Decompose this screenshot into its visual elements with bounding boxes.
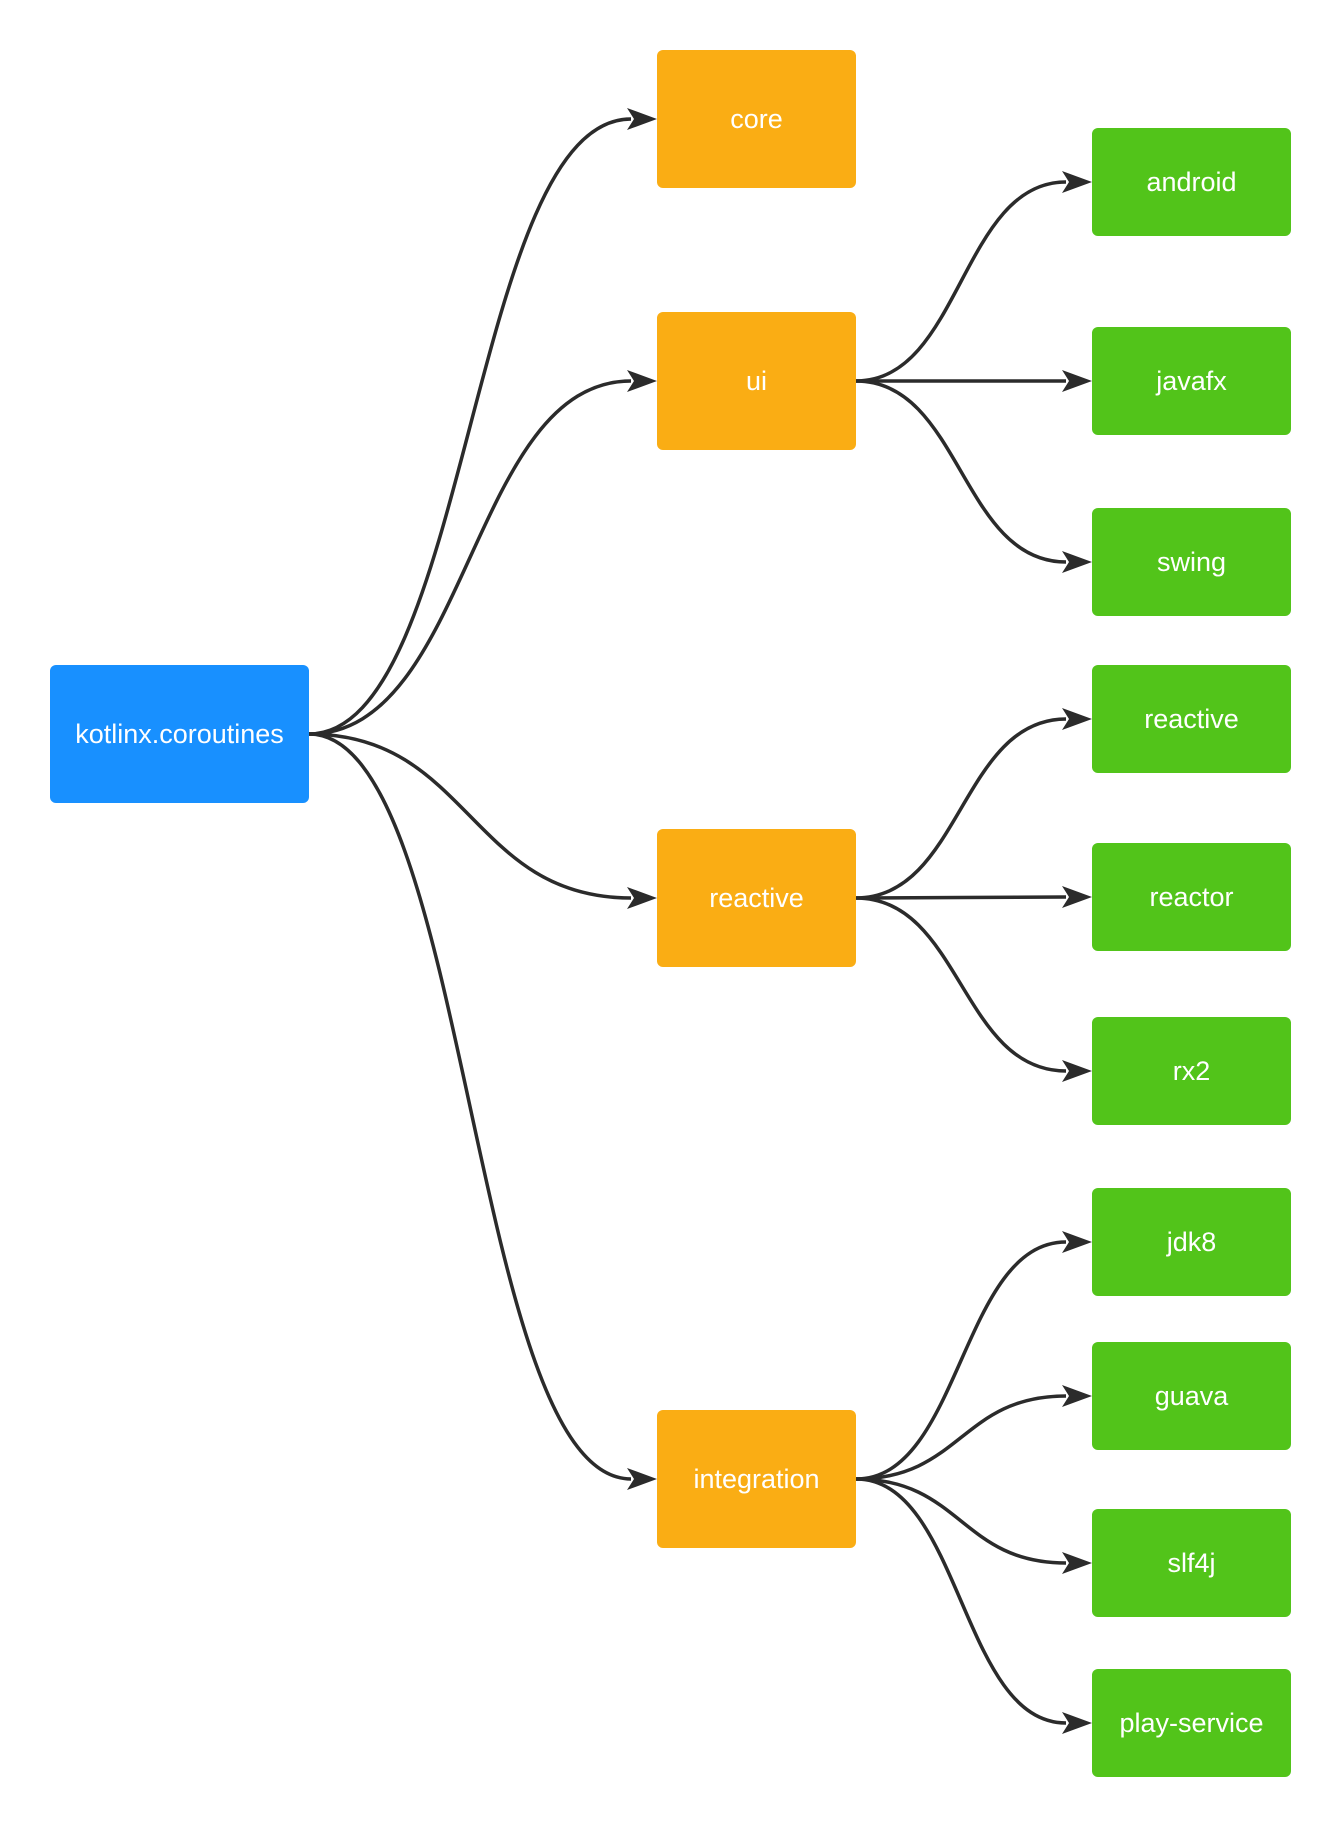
arrowhead-javafx [1062,370,1092,392]
arrowhead-play_service [1062,1712,1092,1734]
edge-integration-play_service [855,1477,1067,1725]
arrowhead-jdk8 [1062,1231,1092,1253]
edge-root-ui [308,379,632,736]
arrowhead-reactive_leaf [1062,708,1092,730]
arrowhead-reactor [1062,886,1092,908]
edge-ui-swing [855,379,1067,564]
arrowhead-integration [627,1468,657,1490]
edge-reactive-reactor [855,895,1067,900]
edge-ui-android [855,180,1067,383]
node-core[interactable]: core [657,50,856,188]
node-ui[interactable]: ui [657,312,856,450]
edge-integration-slf4j [855,1477,1067,1565]
arrowhead-android [1062,171,1092,193]
node-javafx[interactable]: javafx [1092,327,1291,435]
node-kotlinx-coroutines[interactable]: kotlinx.coroutines [50,665,309,803]
node-reactor[interactable]: reactor [1092,843,1291,951]
edge-integration-guava [855,1394,1067,1481]
node-slf4j[interactable]: slf4j [1092,1509,1291,1617]
arrowhead-reactive [627,887,657,909]
node-reactive[interactable]: reactive [657,829,856,967]
node-android[interactable]: android [1092,128,1291,236]
node-guava[interactable]: guava [1092,1342,1291,1450]
arrowhead-core [627,108,657,130]
node-integration[interactable]: integration [657,1410,856,1548]
node-reactive-leaf[interactable]: reactive [1092,665,1291,773]
edge-reactive-reactive_leaf [855,717,1067,900]
edge-root-reactive [308,732,632,900]
arrowhead-slf4j [1062,1552,1092,1574]
node-jdk8[interactable]: jdk8 [1092,1188,1291,1296]
arrowhead-rx2 [1062,1060,1092,1082]
edge-reactive-rx2 [855,896,1067,1073]
arrowhead-swing [1062,551,1092,573]
node-play-service[interactable]: play-service [1092,1669,1291,1777]
node-rx2[interactable]: rx2 [1092,1017,1291,1125]
arrowhead-guava [1062,1385,1092,1407]
edge-integration-jdk8 [855,1240,1067,1481]
edge-root-core [308,117,632,736]
node-swing[interactable]: swing [1092,508,1291,616]
edge-root-integration [308,732,632,1481]
arrowhead-ui [627,370,657,392]
